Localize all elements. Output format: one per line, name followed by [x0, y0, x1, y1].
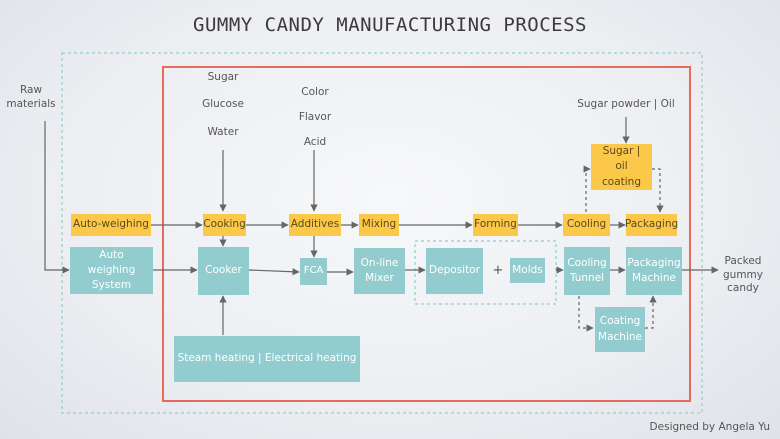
- arrow-cooling-to-coating: [583, 165, 591, 212]
- designer-credit: Designed by Angela Yu: [649, 421, 770, 433]
- equipment-fca: FCA: [300, 258, 327, 285]
- additive-ingredient-label: Flavor: [298, 111, 332, 123]
- step-packaging: Packaging: [625, 214, 678, 236]
- output-label: Packed gummy candy: [723, 255, 763, 295]
- equipment-cooker: Cooker: [198, 247, 249, 295]
- cooking-ingredient-label: Water: [207, 126, 239, 138]
- arrow-coating-to-packaging: [652, 168, 664, 213]
- cooking-ingredient-label: Sugar: [207, 71, 239, 83]
- additive-ingredient-label: Color: [301, 86, 329, 98]
- raw-materials-label: Raw materials: [6, 84, 56, 110]
- arrow-coating-machine-to-packaging: [645, 295, 657, 329]
- equipment-packaging-machine: Packaging Machine: [626, 247, 682, 295]
- equipment-heating: Steam heating | Electrical heating: [174, 336, 360, 382]
- page-title: GUMMY CANDY MANUFACTURING PROCESS: [193, 14, 587, 36]
- step-auto-weighing: Auto-weighing: [71, 214, 151, 236]
- equipment-depositor: Depositor: [426, 248, 483, 294]
- step-additives: Additives: [289, 214, 341, 236]
- production-line-frame: [162, 66, 691, 402]
- cooking-ingredient-label: Glucose: [202, 98, 244, 110]
- step-cooling: Cooling: [563, 214, 610, 236]
- outer-dashed-frame: [61, 52, 703, 414]
- step-sugar-oil-coating: Sugar | oil coating: [591, 144, 652, 190]
- additive-ingredient-label: Acid: [303, 136, 327, 148]
- arrow-cooker-to-fca: [248, 268, 300, 276]
- arrow-raw-to-weighing: [44, 121, 70, 274]
- equipment-molds: Molds: [510, 258, 545, 283]
- plus-sign: +: [492, 262, 504, 278]
- step-cooking: Cooking: [203, 214, 246, 236]
- step-forming: Forming: [473, 214, 518, 236]
- equipment-auto-weighing-system: Auto weighing System: [70, 247, 153, 294]
- step-mixing: Mixing: [359, 214, 399, 236]
- coating-ingredient-label: Sugar powder | Oil: [577, 98, 675, 110]
- equipment-online-mixer: On-line Mixer: [354, 248, 405, 294]
- equipment-cooling-tunnel: Cooling Tunnel: [564, 247, 610, 295]
- equipment-coating-machine: Coating Machine: [595, 307, 645, 352]
- arrow-tunnel-to-coating-machine: [578, 296, 594, 332]
